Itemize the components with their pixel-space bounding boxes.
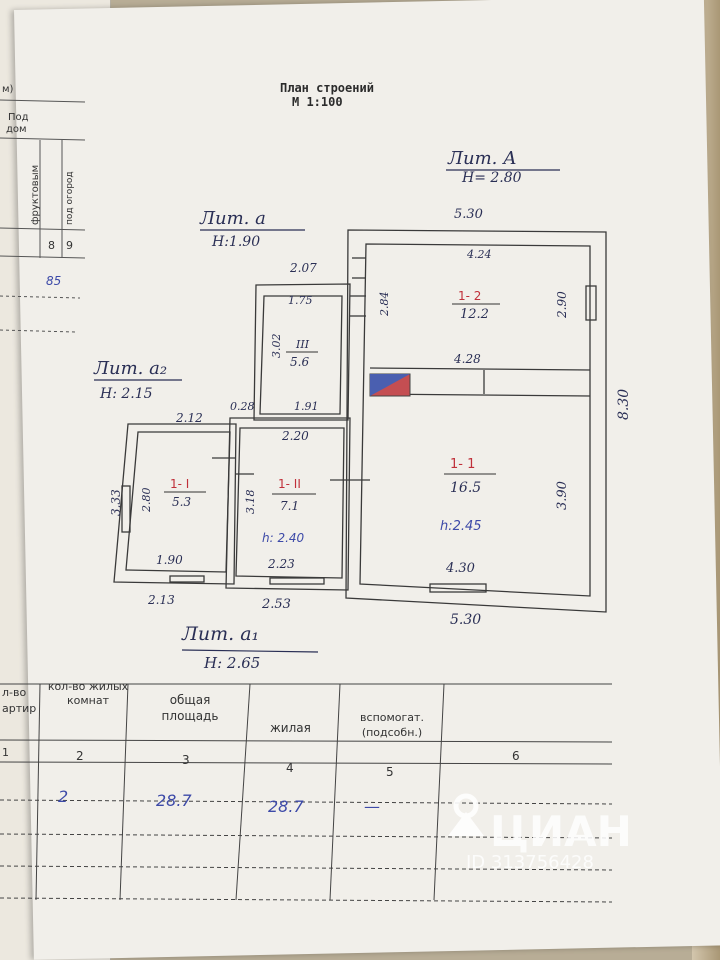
living-area-value: 28.7 [268, 797, 304, 816]
dim-280: 2.80 [140, 488, 153, 514]
liter-a1-height: Н: 2.65 [203, 654, 260, 672]
col3-num: 3 [182, 753, 190, 767]
left-unit: м) [2, 84, 14, 95]
room-12-code: 1- 2 [458, 289, 481, 303]
room-3-code: III [295, 338, 310, 351]
liter-a-height: Н:1.90 [211, 234, 260, 250]
dim-390: 3.90 [555, 481, 570, 510]
dim-220: 2.20 [281, 429, 309, 443]
dim-302: 3.02 [270, 334, 283, 359]
dim-253: 2.53 [261, 597, 291, 612]
dim-213: 2.13 [147, 593, 175, 607]
col5-num: 5 [386, 765, 394, 779]
col4-num: 4 [286, 761, 294, 775]
dim-290: 2.90 [555, 291, 569, 319]
col5-header: вспомогат. (подсобн.) [360, 711, 424, 739]
left-n8: 8 [48, 239, 55, 252]
dim-175: 1.75 [288, 294, 313, 307]
dim-430: 4.30 [445, 561, 475, 576]
dim-284: 2.84 [378, 292, 391, 318]
col1-header-b: артир [2, 702, 36, 715]
room-12-area: 12.2 [460, 307, 489, 322]
room-II-code: 1- II [278, 477, 301, 491]
summary-table-lines [0, 683, 613, 903]
room-II-area: 7.1 [280, 499, 299, 513]
rooms-count-value: 2 [58, 787, 68, 806]
col5-header-box: вспомогат. (подсобн.) [360, 711, 424, 739]
col4-header: жилая [270, 721, 311, 735]
liter-a2-height: Н: 2.15 [99, 386, 153, 402]
col2-header: кол-во жилых комнат [47, 680, 129, 707]
room-11-area: 16.5 [450, 480, 481, 496]
left-col-fruit: фруктовым [30, 165, 41, 225]
liter-A-height: Н= 2.80 [461, 170, 522, 186]
total-area-value: 28.7 [156, 791, 192, 810]
col1-header: л-во [2, 686, 26, 699]
left-table [0, 99, 86, 333]
liter-a1-underline [181, 649, 319, 653]
room-3-area: 5.6 [290, 355, 309, 369]
watermark-id: ID 313756428 [466, 852, 594, 873]
dim-191: 1.91 [294, 400, 319, 413]
house-roof-icon [448, 812, 484, 836]
plan-title: План строений [280, 81, 374, 95]
dim-830: 8.30 [616, 389, 632, 420]
liter-a1-label: Лит. а₁ [181, 623, 259, 645]
cian-watermark [448, 793, 484, 836]
dim-333: 3.33 [109, 489, 123, 516]
dim-428: 4.28 [453, 352, 481, 366]
plan-scale: М 1:100 [292, 95, 343, 109]
left-col-garden: под огород [65, 171, 75, 225]
dim-207: 2.07 [289, 261, 317, 275]
left-dom: дом [6, 124, 27, 135]
dim-223: 2.23 [267, 557, 295, 571]
room-I-area: 5.3 [172, 495, 191, 509]
room-I-code: 1- I [170, 477, 189, 491]
dim-bottom-530: 5.30 [450, 612, 481, 628]
liter-A-label: Лит. А [447, 148, 517, 169]
dim-424: 4.24 [466, 248, 492, 261]
col2-num: 2 [76, 749, 84, 763]
stove-marker-blue [370, 374, 410, 396]
col6-num: 6 [512, 749, 520, 763]
dim-318: 3.18 [244, 490, 257, 515]
left-pod: Под [8, 112, 29, 123]
room-11-code: 1- 1 [450, 457, 475, 472]
dim-190: 1.90 [156, 553, 183, 567]
dim-top-530: 5.30 [454, 207, 483, 222]
room-II-height: h: 2.40 [262, 531, 305, 545]
watermark-brand: ЦИАН [490, 807, 632, 856]
col2-header-box: кол-во жилых комнат [47, 680, 129, 707]
room-11-height: h:2.45 [440, 519, 482, 534]
liter-a-label: Лит. а [199, 208, 266, 229]
aux-area-value: — [364, 797, 380, 816]
col3-header-box: общая площадь [161, 693, 219, 723]
left-value: 85 [46, 274, 61, 288]
dim-028: 0.28 [230, 400, 255, 413]
liter-a2-label: Лит. а₂ [93, 358, 167, 379]
col1-num: 1 [2, 746, 9, 759]
dim-212: 2.12 [175, 411, 203, 425]
left-n9: 9 [66, 239, 73, 252]
col3-header: общая площадь [161, 693, 219, 723]
